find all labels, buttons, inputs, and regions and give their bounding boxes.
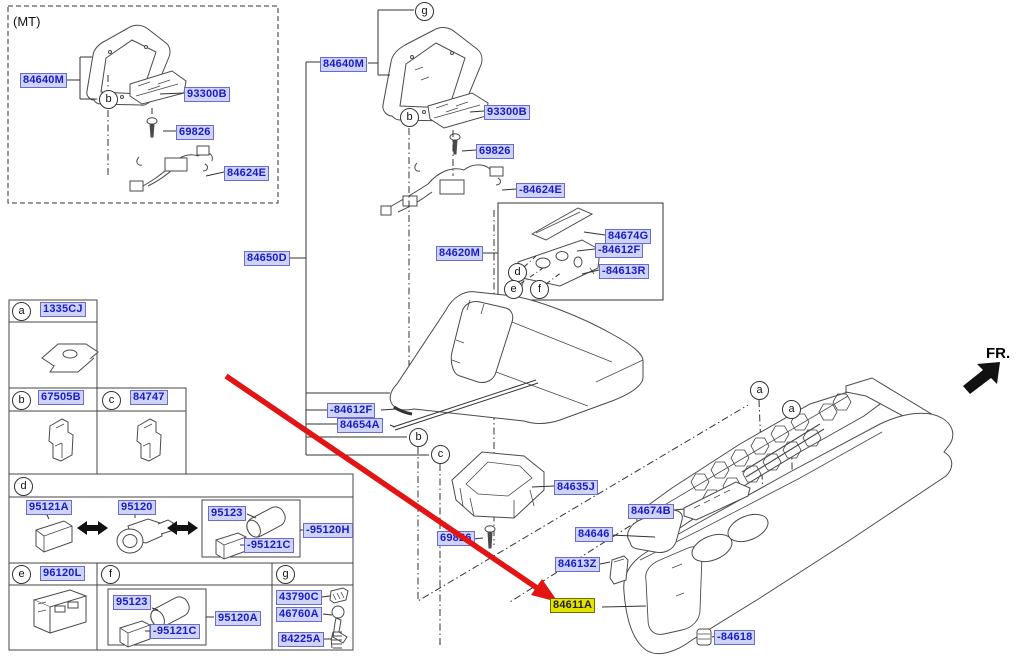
part-label-84612f[interactable]: -84612F: [595, 243, 644, 258]
box-84620m: [497, 202, 664, 301]
part-label-93300b-mt[interactable]: 93300B: [184, 87, 230, 102]
legend-callout-b: b: [12, 391, 31, 410]
part-label-46760a[interactable]: 46760A: [276, 607, 322, 622]
legend-callout-d: d: [14, 477, 33, 496]
sketch-clip-84618: [696, 628, 712, 646]
sketch-clip-84613z: [609, 555, 629, 585]
part-label-84654a[interactable]: 84654A: [337, 418, 383, 433]
legend-callout-a: a: [12, 302, 31, 321]
sketch-95120-socket: [116, 518, 174, 554]
swap-arrow-icon: [167, 521, 198, 535]
part-label-84646[interactable]: 84646: [575, 527, 613, 542]
fr-direction-label: FR.: [986, 345, 1011, 362]
part-label-84613r[interactable]: -84613R: [599, 264, 649, 279]
callout-a: a: [782, 400, 801, 419]
sketch-console-upper-body: [389, 291, 644, 424]
part-label-69826-mid[interactable]: 69826: [437, 531, 475, 546]
part-label-95120a[interactable]: 95120A: [215, 611, 261, 626]
part-label-69826[interactable]: 69826: [476, 144, 514, 159]
part-label-84674b[interactable]: 84674B: [628, 504, 674, 519]
sketch-mt-screw: [146, 117, 158, 138]
part-label-84612f-mid[interactable]: -84612F: [327, 403, 376, 418]
callout-c: c: [431, 445, 450, 464]
part-label-84640m-mt[interactable]: 84640M: [20, 73, 67, 88]
part-label-95120h[interactable]: -95120H: [303, 523, 353, 538]
sketch-tray-84635j: [451, 451, 545, 519]
part-label-43790c[interactable]: 43790C: [276, 590, 322, 605]
sketch-95123-cylinder-d: [246, 506, 286, 538]
part-label-1335cj[interactable]: 1335CJ: [40, 302, 86, 317]
part-label-95123-d[interactable]: 95123: [208, 506, 246, 521]
part-label-96120l[interactable]: 96120L: [40, 566, 85, 581]
sketch-84225a-spring: [330, 631, 342, 649]
part-label-95121a[interactable]: 95121A: [26, 500, 72, 515]
sketch-46760a-key: [331, 605, 348, 644]
sketch-96120l-usb: [32, 589, 88, 634]
sketch-clip-1335cj: [41, 343, 99, 373]
sketch-clip-84747: [136, 418, 162, 462]
sketch-lid-84674b: [683, 481, 751, 521]
sketch-cover-strip: [530, 207, 594, 241]
sketch-95121a-cover: [35, 520, 73, 553]
sketch-mat-84646: [627, 509, 683, 553]
part-label-84620m[interactable]: 84620M: [436, 246, 483, 261]
part-label-84624e[interactable]: -84624E: [516, 183, 565, 198]
callout-b: b: [99, 90, 118, 109]
part-label-95121c-d[interactable]: -95121C: [244, 538, 294, 553]
sketch-mt-switch: [129, 70, 187, 105]
part-label-84624e-mt[interactable]: 84624E: [224, 166, 270, 181]
part-label-95123-f[interactable]: 95123: [113, 595, 151, 610]
mt-variant-box: [7, 5, 279, 204]
sketch-mt-wiring: [129, 145, 213, 192]
part-label-84640m[interactable]: 84640M: [320, 57, 367, 72]
fr-direction-arrow: [963, 362, 1000, 394]
sketch-95121c-cover-f: [119, 620, 151, 648]
swap-arrow-icon: [77, 521, 108, 535]
legend-callout-e: e: [12, 565, 31, 584]
sketch-95123-cylinder-f: [150, 596, 190, 628]
part-label-84650d[interactable]: 84650D: [244, 251, 290, 266]
callout-b: b: [409, 428, 428, 447]
part-label-84611a-highlighted[interactable]: 84611A: [550, 598, 596, 613]
sketch-95121c-cover-d: [215, 532, 247, 560]
part-label-84613z[interactable]: 84613Z: [555, 557, 600, 572]
part-label-84618[interactable]: -84618: [714, 630, 756, 645]
sketch-top-wiring: [380, 162, 504, 216]
callout-d: d: [508, 263, 527, 282]
part-label-95121c-f[interactable]: -95121C: [150, 624, 200, 639]
part-label-84635j[interactable]: 84635J: [554, 480, 598, 495]
callout-b: b: [400, 108, 419, 127]
sketch-top-screw: [449, 133, 461, 155]
part-label-84225a[interactable]: 84225A: [278, 632, 324, 647]
part-label-69826-mt[interactable]: 69826: [176, 125, 214, 140]
part-label-84674g[interactable]: 84674G: [605, 229, 652, 244]
part-label-93300b[interactable]: 93300B: [484, 105, 530, 120]
part-label-67505b[interactable]: 67505B: [38, 390, 84, 405]
mt-caption: (MT): [13, 14, 41, 29]
callout-f: f: [530, 280, 549, 299]
legend-callout-f: f: [101, 565, 120, 584]
sketch-clip-67505b: [48, 418, 74, 462]
legend-callout-c: c: [102, 391, 121, 410]
callout-a: a: [750, 381, 769, 400]
callout-e: e: [504, 280, 523, 299]
legend-callout-g: g: [276, 565, 295, 584]
callout-g: g: [415, 2, 434, 21]
part-label-84747[interactable]: 84747: [130, 390, 168, 405]
sketch-indicator-body: [517, 239, 601, 289]
sketch-43790c-cap: [329, 587, 349, 604]
part-label-95120[interactable]: 95120: [118, 500, 156, 515]
sketch-console-lower-body: [623, 412, 954, 655]
